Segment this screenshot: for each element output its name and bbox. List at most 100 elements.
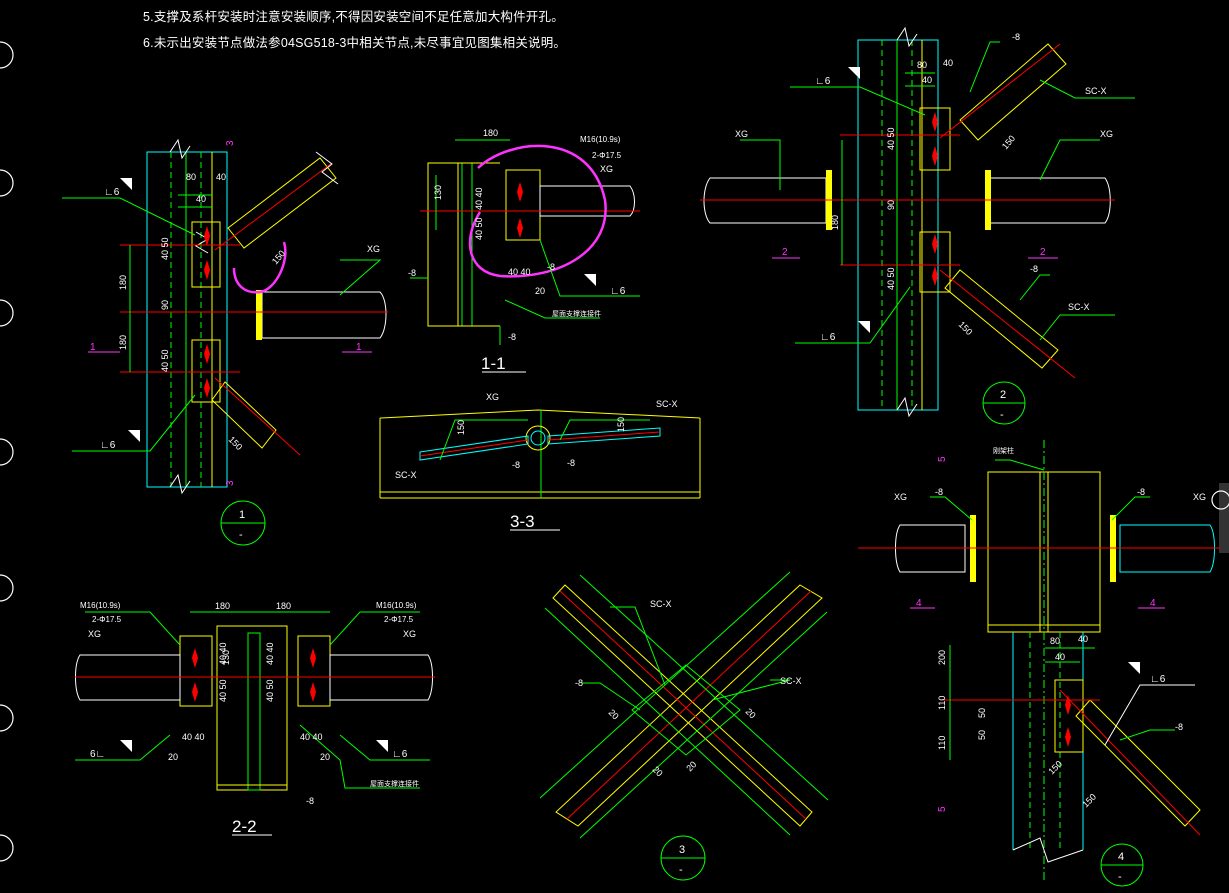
angle-label: ∟6 — [815, 76, 831, 87]
section-mark-1: 1 — [90, 342, 96, 353]
support-label: 屋面支撑连接件 — [552, 309, 601, 318]
angle-label: ∟6 — [820, 332, 836, 343]
dim-20: 20 — [320, 752, 330, 762]
dim-130: 130 — [433, 185, 443, 200]
section-mark-3: 3 — [225, 140, 236, 146]
dim-4040: 40 40 — [474, 187, 484, 210]
dim-40: 40 — [1078, 634, 1088, 644]
dim-20: 20 — [651, 764, 665, 778]
detail-2: -8 SC-X SC-X -8 XG XG ∟6 ∟6 80 40 40 180… — [700, 26, 1135, 425]
detail-number-2: 2 — [1000, 389, 1006, 401]
dim-180: 180 — [118, 335, 128, 350]
dim-4050: 40 50 — [160, 349, 170, 372]
detail-number-4: 4 — [1118, 851, 1124, 863]
dim-40: 40 — [922, 75, 932, 85]
plate-label: -8 — [1175, 722, 1183, 732]
plate-label: -8 — [306, 796, 314, 806]
note-6: 6.未示出安装节点做法参04SG518-3中相关节点,未尽事宜见图集相关说明。 — [143, 36, 567, 50]
dim-40: 40 — [216, 172, 226, 182]
dim-150: 150 — [456, 420, 466, 435]
section-1-1: 180 M16(10.9s) 2-Φ17.5 XG 130 40 40 40 5… — [408, 128, 640, 373]
section-mark-2: 2 — [782, 247, 788, 258]
scx-label: SC-X — [395, 470, 417, 480]
dim-180: 180 — [830, 215, 840, 230]
support-label: 屋面支撑连接件 — [370, 779, 419, 788]
note-5: 5.支撑及系杆安装时注意安装顺序,不得因安装空间不足任意加大构件开孔。 — [143, 10, 564, 24]
detail-sub: - — [239, 529, 243, 541]
dim-90: 90 — [886, 200, 896, 210]
dim-40: 40 — [943, 58, 953, 68]
section-title-3-3: 3-3 — [510, 512, 535, 531]
xg-label: XG — [486, 392, 499, 402]
dim-40: 40 — [1055, 652, 1065, 662]
plate-label: -8 — [1030, 264, 1038, 274]
xg-label: XG — [403, 629, 416, 639]
scx-label: SC-X — [1068, 302, 1090, 312]
dim-50: 50 — [977, 708, 987, 718]
angle-label: ∟6 — [104, 187, 120, 198]
bolt-label: M16(10.9s) — [80, 601, 121, 610]
dim-80: 80 — [186, 172, 196, 182]
section-mark-4: 4 — [916, 598, 922, 609]
angle-label: ∟6 — [100, 440, 116, 451]
detail-4: 刚架柱 XG -8 -8 XG 80 40 40 200 110 110 50 … — [858, 440, 1220, 887]
rigid-col-label: 刚架柱 — [993, 446, 1014, 455]
dim-4050: 40 50 — [886, 267, 896, 290]
dim-80: 80 — [1050, 636, 1060, 646]
dim-180: 180 — [483, 128, 498, 138]
hole-label: 2-Φ17.5 — [92, 615, 122, 624]
dim-150: 150 — [616, 417, 626, 432]
section-mark-4: 4 — [1150, 598, 1156, 609]
detail-number-3: 3 — [679, 844, 685, 856]
plate-label: -8 — [508, 332, 516, 342]
dim-130: 130 — [221, 650, 231, 665]
xg-label: XG — [1193, 492, 1206, 502]
dim-4050: 40 50 — [160, 237, 170, 260]
section-mark-1: 1 — [356, 342, 362, 353]
detail-sub: - — [1000, 409, 1004, 421]
detail-3: SC-X SC-X -8 20 20 20 20 3 - — [539, 571, 829, 881]
bolt-label: M16(10.9s) — [580, 135, 621, 144]
angle-label: 6∟ — [90, 749, 105, 760]
xg-label: XG — [367, 244, 380, 254]
dim-180: 180 — [118, 275, 128, 290]
dim-20: 20 — [607, 707, 621, 721]
dim-4040: 40 40 — [218, 642, 228, 665]
section-mark-5: 5 — [937, 456, 948, 462]
angle-label: ∟6 — [1150, 674, 1166, 685]
dim-4050: 40 50 — [886, 127, 896, 150]
section-mark-2: 2 — [1040, 247, 1046, 258]
dim-150: 150 — [957, 319, 975, 337]
dim-20: 20 — [684, 759, 698, 773]
dim-110: 110 — [937, 696, 947, 710]
hole-label: 2-Φ17.5 — [384, 615, 414, 624]
dim-50: 50 — [977, 730, 987, 740]
scx-label: SC-X — [1085, 86, 1107, 96]
dim-20: 20 — [535, 286, 545, 296]
dim-150: 150 — [227, 434, 245, 452]
plate-label: -8 — [512, 460, 520, 470]
dim-20: 20 — [744, 706, 758, 720]
scx-label: SC-X — [780, 676, 802, 686]
angle-label: ∟6 — [610, 286, 626, 297]
dim-90: 90 — [160, 300, 170, 310]
dim-200: 200 — [937, 650, 947, 665]
plate-label: -8 — [1012, 32, 1020, 42]
section-mark-3: 3 — [225, 480, 236, 486]
right-scrollbar[interactable] — [1211, 483, 1229, 553]
dim-40: 40 — [196, 194, 206, 204]
scx-label: SC-X — [656, 399, 678, 409]
plate-label: -8 — [408, 268, 416, 278]
bolt-label: M16(10.9s) — [376, 601, 417, 610]
section-title-1-1: 1-1 — [481, 354, 506, 373]
margin-circles — [0, 41, 14, 862]
dim-4040: 40 40 — [265, 642, 275, 665]
detail-sub: - — [679, 864, 683, 876]
xg-label: XG — [88, 629, 101, 639]
detail-sub: - — [1118, 871, 1122, 883]
xg-label: XG — [1100, 129, 1113, 139]
dim-4040: 40 40 — [182, 732, 205, 742]
dim-180: 180 — [215, 601, 230, 611]
section-title-2-2: 2-2 — [232, 817, 257, 836]
